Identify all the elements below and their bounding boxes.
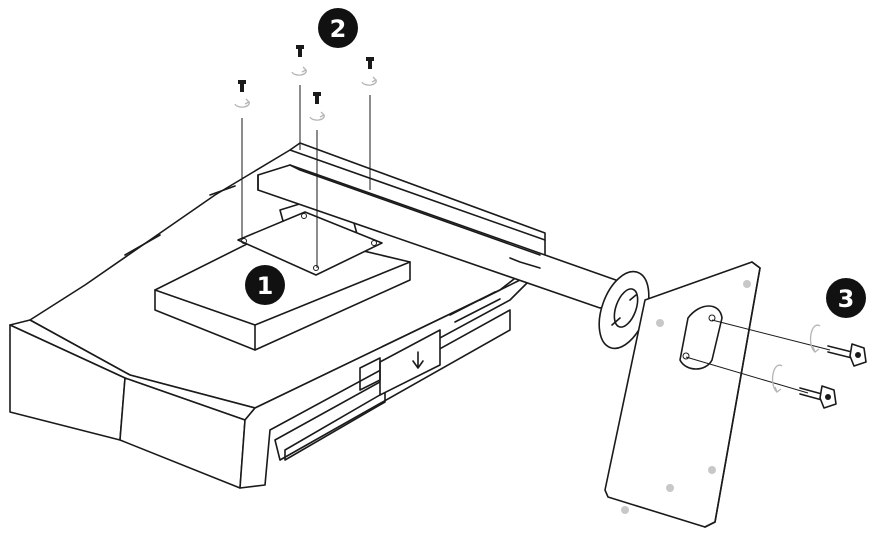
screw-icon	[238, 80, 246, 92]
screw-icon	[313, 92, 321, 104]
step-badge-3-label: 3	[838, 285, 855, 313]
step-badge-2: 2	[318, 8, 358, 48]
rotation-arrow-icon	[361, 76, 378, 86]
step-badge-2-label: 2	[330, 15, 347, 43]
step-3-screws	[685, 319, 867, 409]
screw-icon	[296, 45, 304, 57]
rotation-arrow-icon	[309, 111, 326, 121]
step-badge-3: 3	[826, 278, 866, 318]
step-badge-1: 1	[245, 265, 285, 305]
step-2-screws	[234, 45, 378, 268]
down-arrow-icon	[412, 351, 424, 369]
screw-icon	[827, 343, 867, 367]
rotation-arrow-icon	[291, 66, 308, 76]
base-plate	[604, 261, 761, 528]
screw-icon	[366, 57, 374, 69]
stand-arm	[237, 164, 650, 350]
rotation-arrow-icon	[234, 98, 251, 108]
rotation-arrow-icon	[771, 364, 783, 394]
step-badge-1-label: 1	[257, 272, 274, 300]
screw-icon	[799, 385, 837, 409]
rotation-arrow-icon	[809, 324, 821, 354]
